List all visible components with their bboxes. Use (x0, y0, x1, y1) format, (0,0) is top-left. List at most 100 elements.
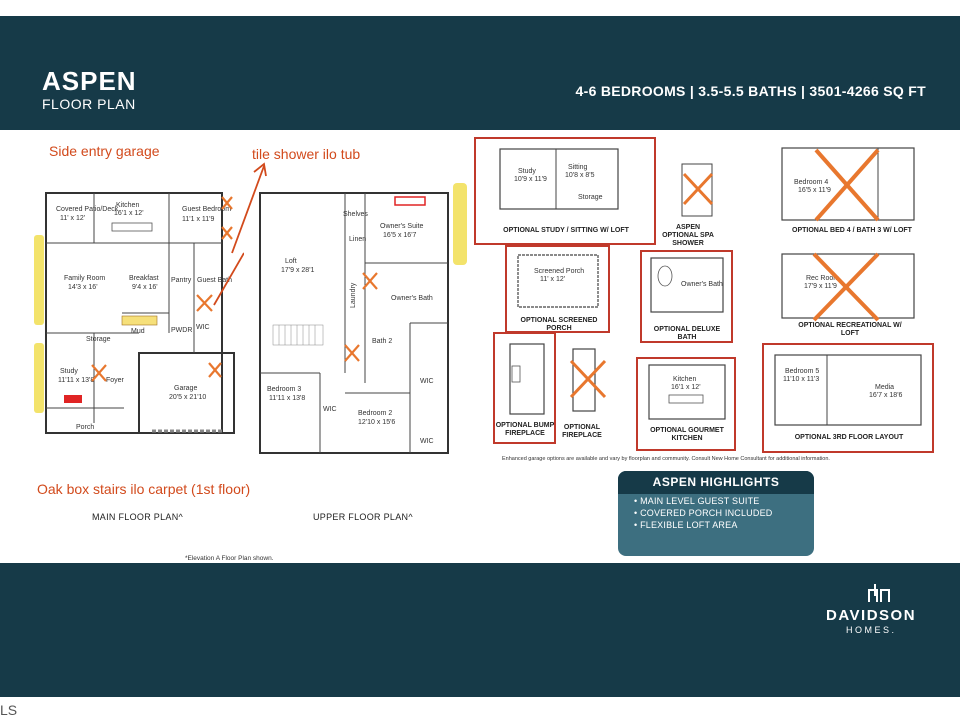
room-covered-patio-dim: 11' x 12' (60, 215, 85, 222)
main-floor-plan: Covered Patio/Deck 11' x 12' Kitchen 16'… (34, 192, 244, 434)
brand-name: DAVIDSON (826, 607, 917, 624)
highlight-text: FLEXIBLE LOFT AREA (640, 520, 738, 530)
opt-gourmet-room: Kitchen (673, 376, 696, 383)
bed4-plan: Bedroom 4 16'5 x 11'9 (781, 147, 915, 222)
room-bedroom2: Bedroom 2 (358, 410, 392, 417)
room-covered-patio: Covered Patio/Deck (56, 206, 119, 213)
option-deluxe-bath: Owner's Bath OPTIONAL DELUXE BATH (640, 250, 733, 343)
room-laundry: Laundry (350, 282, 357, 308)
room-owners-suite-dim: 16'5 x 16'7 (383, 232, 417, 239)
room-garage: Garage (174, 385, 197, 392)
highlights-title: ASPEN HIGHLIGHTS (618, 471, 814, 494)
room-breakfast-dim: 9'4 x 16' (132, 284, 158, 291)
room-wic: WIC (196, 324, 210, 331)
room-bedroom3: Bedroom 3 (267, 386, 301, 393)
opt-screened-label: OPTIONAL SCREENED PORCH (520, 317, 598, 332)
opt-sitting-dim: 10'8 x 8'5 (565, 172, 595, 179)
annotation-oak-stairs: Oak box stairs ilo carpet (1st floor) (37, 481, 251, 497)
fireplace-plan (569, 348, 607, 412)
room-wic-upper: WIC (420, 378, 434, 385)
x-mark-icon (91, 196, 233, 382)
opt-bed4-room: Bedroom 4 (794, 179, 828, 186)
room-shelves: Shelves (343, 211, 368, 218)
opt-gourmet-label: OPTIONAL GOURMET KITCHEN (650, 427, 724, 442)
room-pantry: Pantry (171, 277, 192, 284)
main-plan-caption: MAIN FLOOR PLAN^ (92, 512, 184, 522)
opt-third-bed: Bedroom 5 (785, 368, 819, 375)
opt-study-room: Study (518, 168, 536, 175)
opt-sitting-room: Sitting (568, 164, 588, 171)
option-bump-fireplace: OPTIONAL BUMP FIREPLACE (493, 332, 556, 444)
room-foyer: Foyer (106, 377, 125, 384)
davidson-logo-icon (868, 584, 890, 602)
room-study-dim: 11'11 x 13'8 (58, 377, 94, 384)
opt-rec-room: Rec Room (806, 275, 839, 282)
garage-note: Enhanced garage options are available an… (502, 456, 830, 462)
room-guest-bedroom: Guest Bedroom (182, 206, 231, 213)
x-mark-icon (682, 172, 714, 206)
x-mark-icon (812, 252, 880, 322)
option-gourmet-kitchen: Kitchen 16'1 x 12' OPTIONAL GOURMET KITC… (636, 357, 736, 451)
opt-rec-label: OPTIONAL RECREATIONAL W/ LOFT (798, 322, 902, 337)
room-kitchen-dim: 16'1 x 12' (114, 210, 144, 217)
room-garage-dim: 20'5 x 21'10 (169, 394, 206, 401)
opt-deluxe-label: OPTIONAL DELUXE BATH (653, 326, 721, 341)
room-breakfast: Breakfast (129, 275, 159, 282)
room-family: Family Room (64, 275, 105, 282)
room-guest-bath: Guest Bath (197, 277, 232, 284)
opt-media: Media (875, 384, 894, 391)
opt-gourmet-dim: 16'1 x 12' (671, 384, 701, 391)
corner-text: LS (0, 702, 18, 718)
room-bedroom3-dim: 11'11 x 13'8 (269, 395, 305, 402)
footer-band (0, 563, 960, 697)
opt-bump-label: OPTIONAL BUMP FIREPLACE (495, 422, 555, 437)
room-bedroom2-dim: 12'10 x 15'6 (358, 419, 395, 426)
room-study: Study (60, 368, 78, 375)
highlight-text: COVERED PORCH INCLUDED (640, 508, 773, 518)
room-storage: Storage (86, 336, 111, 343)
option-screened-porch: Screened Porch 11' x 12' OPTIONAL SCREEN… (505, 245, 610, 333)
opt-bed4-dim: 16'5 x 11'9 (798, 187, 831, 194)
x-mark-icon (814, 148, 880, 222)
opt-fireplace-label: OPTIONAL FIREPLACE (562, 424, 602, 439)
spa-shower-plan (681, 163, 714, 217)
highlight-item: • MAIN LEVEL GUEST SUITE (634, 496, 760, 506)
highlights-card: ASPEN HIGHLIGHTS • MAIN LEVEL GUEST SUIT… (618, 471, 814, 556)
header-band (0, 16, 960, 130)
room-owners-bath: Owner's Bath (391, 295, 433, 302)
room-loft: Loft (285, 258, 297, 265)
page-title: ASPEN (42, 66, 137, 96)
opt-third-bed-dim: 11'10 x 11'3 (783, 376, 819, 383)
brand-sub: HOMES. (846, 625, 897, 635)
elevation-note: *Elevation A Floor Plan shown. (185, 555, 274, 562)
room-linen: Linen (349, 236, 366, 243)
room-wic-upper-3: WIC (420, 438, 434, 445)
room-owners-suite: Owner's Suite (380, 223, 423, 230)
highlight-item: • COVERED PORCH INCLUDED (634, 508, 773, 518)
highlight-text: MAIN LEVEL GUEST SUITE (640, 496, 760, 506)
room-bath2: Bath 2 (372, 338, 392, 345)
x-mark-icon (344, 272, 378, 362)
annotation-tile-shower: tile shower ilo tub (252, 146, 361, 162)
annotation-side-entry: Side entry garage (49, 143, 160, 159)
upper-plan-caption: UPPER FLOOR PLAN^ (313, 512, 413, 522)
annotation-arrow (231, 162, 267, 254)
room-pwdr: PWDR (171, 327, 192, 334)
opt-rec-dim: 17'9 x 11'9 (804, 283, 837, 290)
opt-screened-room: Screened Porch (534, 268, 584, 275)
highlight-item: • FLEXIBLE LOFT AREA (634, 520, 738, 530)
room-wic-upper-2: WIC (323, 406, 337, 413)
opt-storage: Storage (578, 194, 603, 201)
opt-study-sitting-label: OPTIONAL STUDY / SITTING W/ LOFT (503, 227, 629, 234)
room-guest-bedroom-dim: 11'1 x 11'9 (182, 216, 214, 223)
opt-media-dim: 16'7 x 18'6 (869, 392, 903, 399)
room-kitchen: Kitchen (116, 202, 139, 209)
option-third-floor: Bedroom 5 11'10 x 11'3 Media 16'7 x 18'6… (762, 343, 934, 453)
option-study-sitting: Study 10'9 x 11'9 Sitting 10'8 x 8'5 Sto… (474, 137, 656, 245)
home-specs: 4-6 BEDROOMS | 3.5-5.5 BATHS | 3501-4266… (575, 83, 926, 99)
opt-screened-dim: 11' x 12' (540, 276, 565, 283)
room-mud: Mud (131, 328, 145, 335)
x-mark-icon (569, 359, 607, 399)
opt-study-dim: 10'9 x 11'9 (514, 176, 547, 183)
rec-room-plan: Rec Room 17'9 x 11'9 (781, 252, 915, 322)
